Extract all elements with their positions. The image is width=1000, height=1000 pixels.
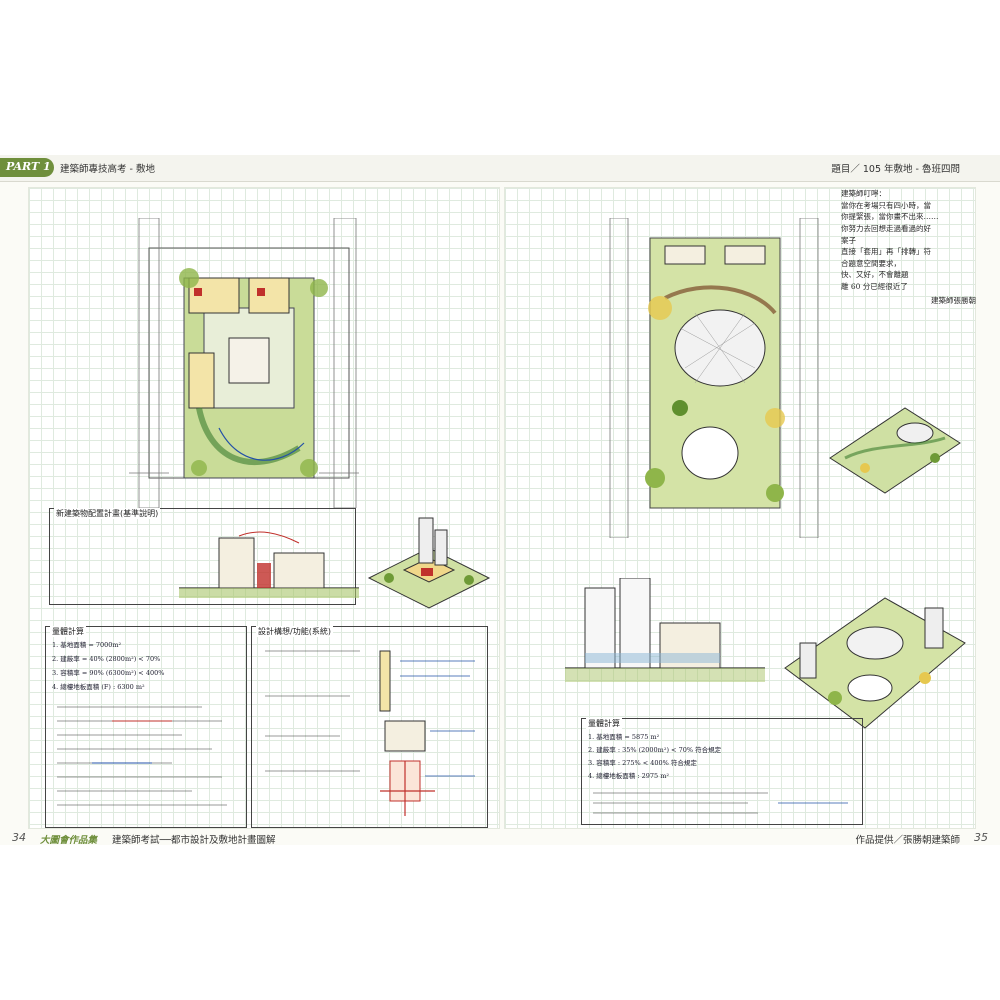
left-section-title: 新建築物配置計畫(基準說明) (54, 508, 161, 519)
left-calc-line: 3. 容積率 = 90% (6300m²) < 400% (52, 669, 165, 677)
left-axonometric-sketch (367, 517, 491, 609)
right-perspective-sketch-bottom (784, 597, 966, 729)
memo-line: 快、又好，不會離題 (841, 270, 909, 280)
right-calc-title: 量體計算 (586, 718, 622, 729)
left-page-number: 34 (12, 831, 26, 844)
memo-line: 你努力去回想走過看過的好 (841, 223, 931, 233)
right-calc-scribbles (593, 792, 848, 814)
left-concept-title: 設計構想/功能(系統) (256, 626, 333, 637)
right-running-title: 題目／ 105 年敷地 - 魯班四問 (831, 164, 960, 175)
part-label: PART 1 (6, 160, 51, 173)
memo-line: 離 60 分已經很近了 (841, 282, 908, 291)
left-calc-title: 量體計算 (50, 626, 86, 637)
part-tag: PART 1 (0, 158, 54, 177)
right-section-sketch (565, 578, 765, 682)
right-calc-line: 3. 容積率 : 275% < 400% 符合規定 (588, 759, 697, 767)
left-section-sketch (179, 531, 359, 598)
right-site-plan-sketch (609, 218, 819, 538)
left-calc-scribbles (57, 706, 227, 806)
book-spread: PART 1 建築師專技高考 - 敷地 題目／ 105 年敷地 - 魯班四問 (0, 155, 1000, 848)
left-section-note-box: 新建築物配置計畫(基準說明) (49, 508, 356, 605)
left-running-title: 建築師專技高考 - 敷地 (60, 164, 155, 175)
memo-signature: 建築師張勝朝 (931, 295, 976, 305)
right-calc-box: 量體計算 1. 基地面積 = 5875 m² 2. 建蔽率 : 35% (200… (581, 718, 863, 825)
left-calc-line: 1. 基地面積 = 7000m² (52, 641, 122, 649)
memo-line: 你提緊張，當你畫不出來…… (841, 212, 939, 222)
left-concept-diagrams (265, 650, 475, 816)
right-calc-line: 2. 建蔽率 : 35% (2000m²) < 70% 符合規定 (588, 746, 722, 754)
left-calc-line: 2. 建蔽率 = 40% (2800m²) < 70% (52, 655, 161, 663)
left-concept-box: 設計構想/功能(系統) (251, 626, 488, 828)
right-page-number: 35 (974, 831, 988, 844)
memo-line: 案子 (841, 235, 856, 245)
memo-line: 建築師叮嚀： (841, 189, 886, 198)
right-grid-page: 建築師叮嚀： 當你在考場只有四小時，當 你提緊張，當你畫不出來…… 你努力去回想… (504, 187, 976, 829)
left-grid-page: 新建築物配置計畫(基準說明) 量體計算 1. 基地面積 = 7000m² 2. … (28, 187, 500, 829)
memo-line: 直接「套用」再「排轉」符 (841, 247, 931, 257)
designer-memo: 建築師叮嚀： 當你在考場只有四小時，當 你提緊張，當你畫不出來…… 你努力去回想… (841, 188, 976, 306)
right-calc-line: 4. 總樓地板面積 : 2975 m² (588, 772, 669, 780)
left-site-plan-sketch (129, 218, 359, 508)
page-footer: 34 大圖會作品集 建築師考試──都市設計及敷地計畫圖解 作品提供／張勝朝建築師… (0, 830, 1000, 848)
series-name: 大圖會作品集 (40, 835, 98, 846)
memo-line: 合題意空間要求， (841, 258, 901, 268)
right-perspective-sketch-top (829, 407, 961, 494)
left-calc-box: 量體計算 1. 基地面積 = 7000m² 2. 建蔽率 = 40% (2800… (45, 626, 247, 828)
memo-line: 當你在考場只有四小時，當 (841, 200, 931, 210)
right-calc-line: 1. 基地面積 = 5875 m² (588, 733, 660, 741)
left-calc-line: 4. 總樓地板面積 (F) : 6300 m² (52, 683, 145, 691)
page-header: PART 1 建築師專技高考 - 敷地 題目／ 105 年敷地 - 魯班四問 (0, 155, 1000, 182)
credit-line: 作品提供／張勝朝建築師 (855, 835, 960, 846)
book-subtitle: 建築師考試──都市設計及敷地計畫圖解 (112, 835, 276, 846)
